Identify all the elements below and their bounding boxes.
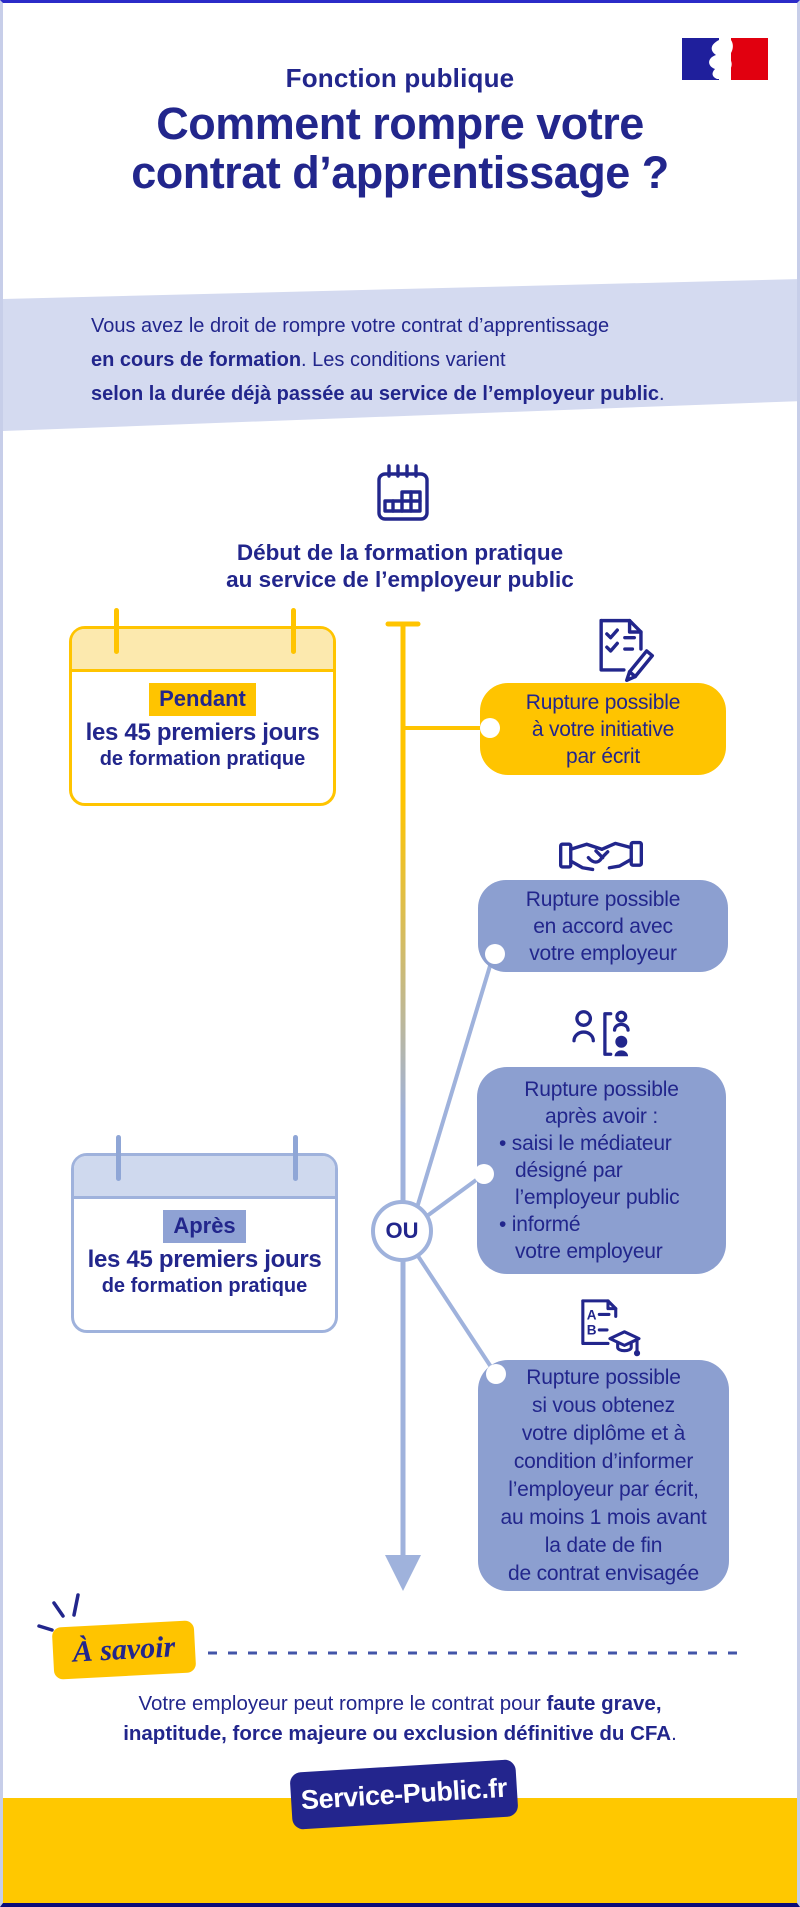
mediator-people-icon — [572, 1010, 630, 1057]
intro-line2: en cours de formation. Les conditions va… — [91, 349, 506, 371]
diploma-document-icon: A B — [581, 1299, 641, 1357]
timeline-start-heading: Début de la formation pratique au servic… — [3, 539, 797, 593]
connector-dot-initiative — [480, 718, 500, 738]
arrow-down-icon — [385, 1555, 421, 1591]
svg-text:B: B — [587, 1323, 597, 1338]
intro-band: Vous avez le droit de rompre votre contr… — [3, 279, 797, 431]
a-savoir-badge: À savoir — [51, 1620, 197, 1680]
sparkle-icon — [37, 1593, 80, 1632]
calendar-ring-left — [116, 1135, 121, 1181]
calendar-ring-left — [114, 608, 119, 654]
pendant-calendar-card: Pendant les 45 premiers jours de formati… — [69, 608, 336, 806]
apres-calendar-text: Après les 45 premiers jours de formation… — [74, 1199, 335, 1298]
handshake-icon — [559, 840, 643, 872]
timeline-connectors — [37, 621, 745, 1655]
page-title: Comment rompre votre contrat d’apprentis… — [3, 99, 797, 197]
connector-dot-diplome — [486, 1364, 506, 1384]
calendar-ring-right — [291, 608, 296, 654]
page-title-line1: Comment rompre votre — [156, 98, 644, 149]
bubble-accord: Rupture possible en accord avec votre em… — [478, 880, 728, 972]
page-title-line2: contrat d’apprentissage ? — [131, 147, 669, 198]
apres-highlight: Après — [163, 1210, 246, 1243]
bubble-initiative: Rupture possible à votre initiative par … — [480, 683, 726, 775]
footnote-text: Votre employeur peut rompre le contrat p… — [123, 1692, 677, 1745]
connector-dot-mediateur — [474, 1164, 494, 1184]
intro-line3: selon la durée déjà passée au service de… — [91, 383, 665, 405]
connector-dot-accord — [485, 944, 505, 964]
french-government-logo — [682, 38, 768, 80]
intro-text: Vous avez le droit de rompre votre contr… — [91, 309, 665, 411]
calendar-ring-right — [293, 1135, 298, 1181]
brand-label: Fonction publique — [285, 63, 515, 93]
start-heading-line2: au service de l’employeur public — [226, 567, 574, 592]
svg-text:A: A — [587, 1307, 597, 1322]
bubble-diplome: Rupture possible si vous obtenez votre d… — [478, 1360, 729, 1591]
intro-line1: Vous avez le droit de rompre votre contr… — [91, 315, 610, 337]
bubble-mediateur: Rupture possible après avoir : • saisi l… — [477, 1067, 726, 1274]
pendant-calendar-text: Pendant les 45 premiers jours de formati… — [72, 672, 333, 771]
start-heading-line1: Début de la formation pratique — [236, 540, 564, 565]
checklist-pencil-icon — [599, 618, 655, 683]
or-node: OU — [371, 1200, 433, 1262]
pendant-highlight: Pendant — [149, 683, 256, 716]
calendar-icon — [377, 464, 429, 521]
apres-calendar-card: Après les 45 premiers jours de formation… — [71, 1135, 338, 1333]
